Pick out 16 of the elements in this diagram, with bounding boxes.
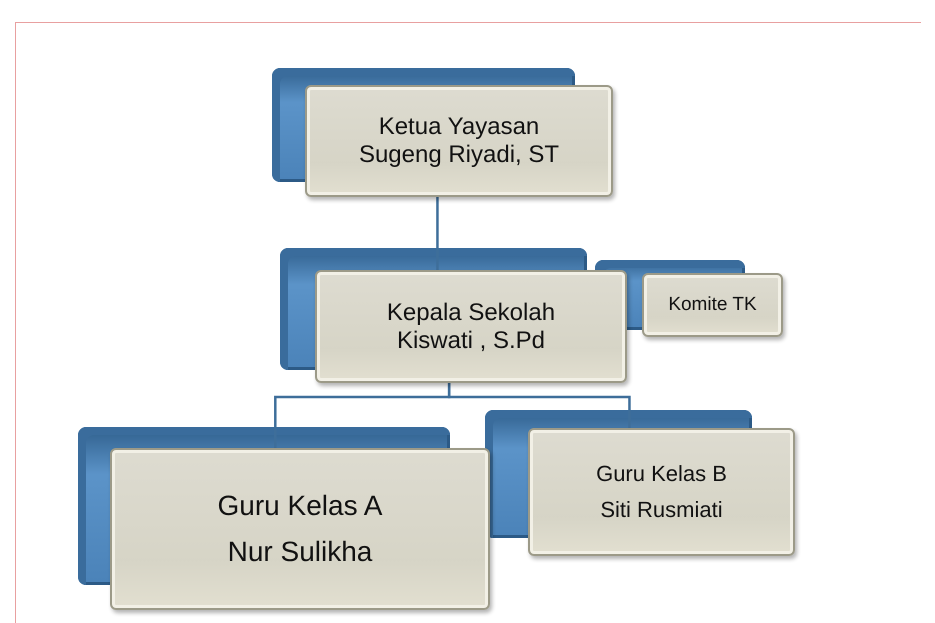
person-name: Kiswati , S.Pd: [396, 326, 546, 354]
org-box: [305, 85, 613, 197]
role-title: Komite TK: [668, 294, 757, 316]
connector-line: [436, 197, 439, 270]
role-title: Guru Kelas B: [596, 461, 727, 487]
org-box: [528, 428, 795, 556]
person-name: Siti Rusmiati: [600, 497, 723, 523]
org-box: [315, 270, 627, 383]
role-title: Guru Kelas A: [218, 490, 382, 522]
person-name: Nur Sulikha: [228, 536, 372, 568]
org-box: [642, 273, 783, 337]
person-name: Sugeng Riyadi, ST: [358, 141, 560, 169]
connector-line: [448, 383, 631, 428]
role-title: Kepala Sekolah: [386, 298, 556, 326]
org-box: [110, 448, 490, 610]
role-title: Ketua Yayasan: [378, 113, 540, 141]
